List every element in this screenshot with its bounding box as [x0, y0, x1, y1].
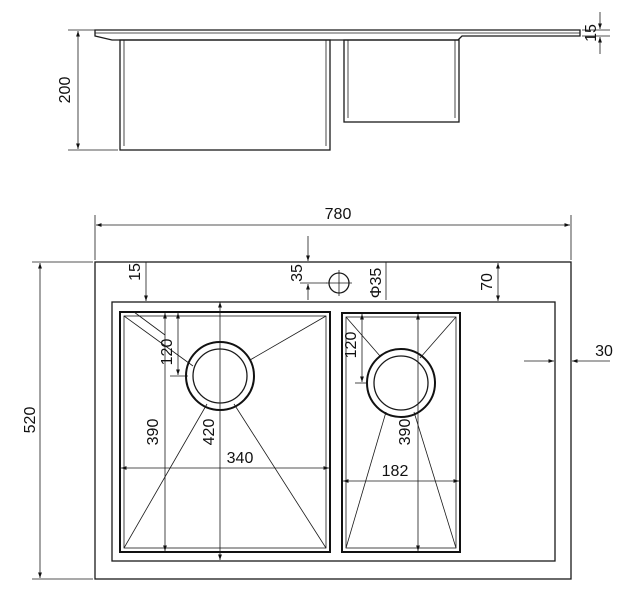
deck-outline — [94, 261, 572, 580]
side-left-bowl — [119, 39, 331, 151]
back-margin-label: 70 — [479, 273, 496, 291]
side-right-bowl — [343, 39, 460, 123]
side-view: 200 15 — [57, 12, 610, 151]
right-bowl-width-label: 182 — [382, 463, 409, 480]
side-flange — [94, 29, 581, 41]
top-view: 780 520 15 35 Φ35 70 30 340 390 — [22, 206, 613, 580]
tap-offset-label: 35 — [289, 264, 306, 282]
left-bowl-width-label: 340 — [227, 450, 254, 467]
side-lip-label: 15 — [583, 24, 600, 42]
side-margin-label: 30 — [595, 343, 613, 360]
left-drain-offset-label: 120 — [159, 339, 176, 366]
right-drain-offset-label: 120 — [343, 332, 360, 359]
right-drain-outer — [366, 348, 436, 418]
right-bowl-depth-label: 390 — [397, 419, 414, 446]
left-bowl-depth-label: 390 — [145, 419, 162, 446]
right-drain-inner — [373, 355, 429, 411]
overall-width-label: 780 — [325, 206, 352, 223]
left-bowl-inner-label: 420 — [201, 419, 218, 446]
overall-depth-label: 520 — [22, 407, 39, 434]
tap-hole-label: Φ35 — [368, 268, 385, 299]
top-lip-label: 15 — [127, 263, 144, 281]
left-bowl — [119, 311, 331, 553]
side-height-label: 200 — [57, 77, 74, 104]
bowl-flange-outline — [111, 301, 556, 562]
